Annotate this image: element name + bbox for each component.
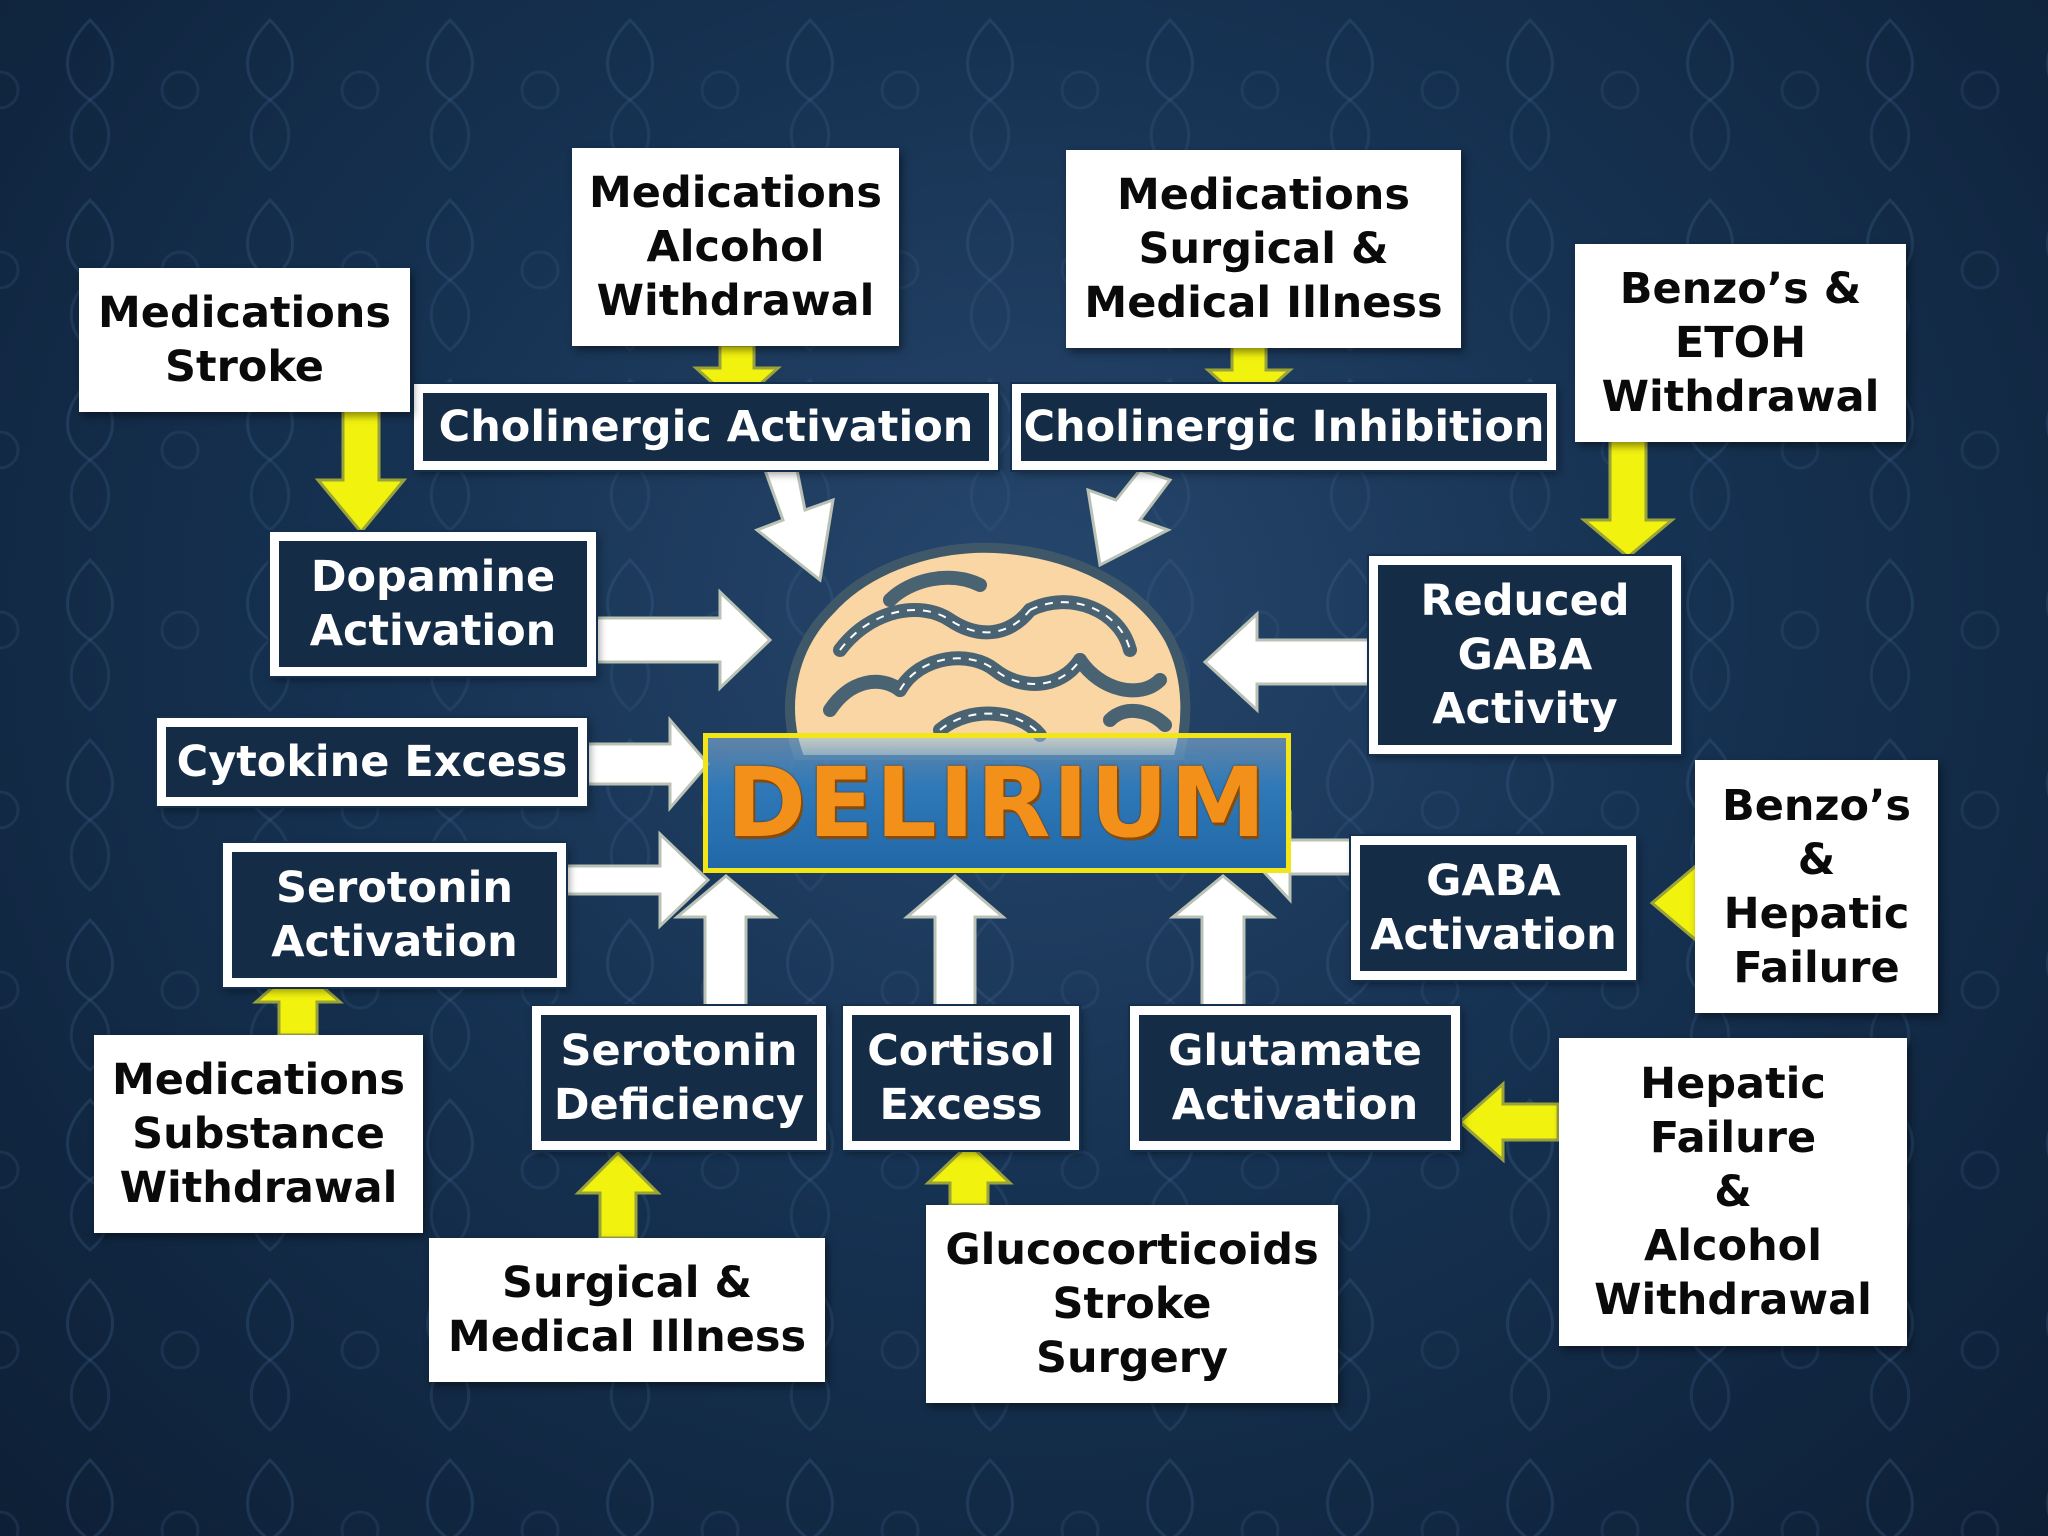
mechanism-glutamate-activation: Glutamate Activation	[1128, 1004, 1462, 1152]
arrow-glucocorticoids-to-cortisol	[924, 1141, 1014, 1207]
mechanism-label: Reduced GABA Activity	[1420, 576, 1630, 734]
arrow-hepatic-to-glutamate	[1457, 1080, 1560, 1164]
arrow-glutamate-to-delirium	[1168, 874, 1278, 1008]
mechanism-cortisol-excess: Cortisol Excess	[841, 1004, 1081, 1152]
cause-hepatic-failure-alcohol-withdrawal: Hepatic Failure & Alcohol Withdrawal	[1559, 1038, 1907, 1346]
arrow-serotonin-act-to-delirium-shape	[564, 830, 711, 930]
brain-icon	[785, 542, 1191, 760]
cause-medications-alcohol-withdrawal: Medications Alcohol Withdrawal	[572, 148, 899, 346]
mechanism-label: Cholinergic Activation	[438, 402, 974, 452]
arrow-benzo-to-reduced-gaba	[1579, 438, 1677, 559]
cause-label: Hepatic Failure & Alcohol Withdrawal	[1594, 1059, 1872, 1325]
cause-label: Medications Stroke	[97, 288, 392, 392]
mechanism-gaba-activation: GABA Activation	[1349, 834, 1638, 982]
arrow-cytokine-to-delirium	[583, 715, 710, 813]
cause-label: Glucocorticoids Stroke Surgery	[945, 1225, 1319, 1383]
delirium-center-box: DELIRIUM	[703, 733, 1291, 873]
cause-label: Medications Surgical & Medical Illness	[1084, 170, 1443, 328]
cause-medications-substance-withdrawal: Medications Substance Withdrawal	[94, 1035, 423, 1233]
mechanism-label: Glutamate Activation	[1168, 1026, 1422, 1130]
arrow-cortisol-to-delirium	[902, 874, 1008, 1008]
mechanism-label: GABA Activation	[1370, 856, 1617, 960]
mechanism-label: Cortisol Excess	[867, 1026, 1055, 1130]
mechanism-label: Cytokine Excess	[176, 737, 568, 787]
cause-benzos-etoh-withdrawal: Benzo’s & ETOH Withdrawal	[1575, 244, 1906, 442]
cause-label: Surgical & Medical Illness	[447, 1258, 807, 1362]
cause-benzos-hepatic-failure: Benzo’s & Hepatic Failure	[1695, 760, 1938, 1013]
arrow-reduced-gaba-to-brain	[1202, 610, 1374, 714]
arrow-dopamine-to-brain	[593, 588, 773, 692]
cause-label: Benzo’s & ETOH Withdrawal	[1601, 264, 1880, 422]
mechanism-serotonin-activation: Serotonin Activation	[221, 841, 568, 989]
mechanism-cholinergic-activation: Cholinergic Activation	[412, 382, 1000, 472]
cause-label: Medications Substance Withdrawal	[111, 1055, 406, 1213]
mechanism-label: Cholinergic Inhibition	[1023, 402, 1545, 452]
cause-medications-stroke: Medications Stroke	[79, 268, 410, 412]
mechanism-label: Serotonin Deficiency	[553, 1026, 805, 1130]
arrow-illness-to-serotonin-def	[574, 1150, 662, 1240]
mechanism-label: Serotonin Activation	[271, 863, 518, 967]
cause-surgical-medical-illness: Surgical & Medical Illness	[429, 1238, 825, 1382]
mechanism-cholinergic-inhibition: Cholinergic Inhibition	[1010, 382, 1558, 472]
mechanism-cytokine-excess: Cytokine Excess	[155, 716, 589, 808]
arrow-serotonin-def-to-delirium	[672, 874, 780, 1008]
delirium-title: DELIRIUM	[726, 747, 1268, 859]
cause-medications-surgical-medical-illness: Medications Surgical & Medical Illness	[1066, 150, 1461, 348]
cause-glucocorticoids-stroke-surgery: Glucocorticoids Stroke Surgery	[926, 1205, 1338, 1403]
arrow-cholinergic-inh-to-brain	[1086, 468, 1173, 568]
mechanism-dopamine-activation: Dopamine Activation	[268, 530, 598, 678]
mechanism-reduced-gaba-activity: Reduced GABA Activity	[1367, 554, 1683, 756]
mechanism-label: Dopamine Activation	[309, 552, 557, 656]
mechanism-serotonin-deficiency: Serotonin Deficiency	[530, 1004, 828, 1152]
cause-label: Medications Alcohol Withdrawal	[588, 168, 883, 326]
arrow-stroke-to-dopamine	[314, 408, 408, 535]
cause-label: Benzo’s & Hepatic Failure	[1721, 780, 1912, 993]
